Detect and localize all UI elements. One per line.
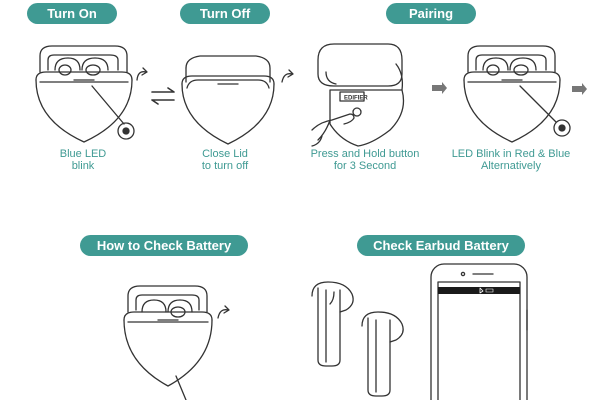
rotate-arrow-icon: [217, 309, 229, 319]
open-charging-case-turn-on: [35, 45, 148, 143]
smartphone-icon: [430, 263, 528, 400]
caption-turn-off-line-2: to turn off: [201, 160, 249, 172]
caption-pairing-line-1: Press and Hold button: [310, 148, 420, 160]
rotate-arrow-icon: [281, 73, 293, 83]
right-arrow-icon: [572, 83, 587, 95]
hand-icon: [311, 113, 355, 147]
earbud-left: [311, 281, 354, 367]
caption-turn-on: Blue LED blink: [28, 148, 138, 172]
led-indicator-icon: [519, 85, 571, 137]
caption-pairing: Press and Hold button for 3 Second: [300, 148, 430, 172]
rotate-arrow-icon: [136, 71, 147, 81]
caption-turn-on-line-1: Blue LED: [59, 148, 107, 160]
caption-led-blink-line-1: LED Blink in Red & Blue: [451, 148, 571, 160]
caption-pairing-line-2: for 3 Second: [333, 160, 397, 172]
earbud-battery-title: Check Earbud Battery: [357, 235, 525, 256]
open-charging-case-pairing-led: [463, 45, 571, 143]
swap-arrows-icon: [151, 87, 175, 105]
caption-led-blink: LED Blink in Red & Blue Alternatively: [441, 148, 581, 172]
right-arrow-icon: [432, 82, 447, 94]
caption-led-blink-line-2: Alternatively: [481, 160, 541, 172]
led-indicator-icon: [91, 85, 135, 140]
caption-turn-on-line-2: blink: [71, 160, 95, 172]
earbud-right: [361, 311, 404, 397]
case-brand-label: EDIFIER: [344, 96, 368, 102]
step-title-turn-on: Turn On: [27, 3, 117, 24]
bluetooth-icon: [479, 287, 484, 294]
battery-icon: [485, 288, 494, 293]
caption-turn-off-line-1: Close Lid: [202, 148, 248, 160]
charging-case-battery-check: [123, 285, 230, 400]
caption-turn-off: Close Lid to turn off: [170, 148, 280, 172]
step-title-turn-off: Turn Off: [180, 3, 270, 24]
closed-charging-case: [181, 55, 294, 145]
battery-case-title: How to Check Battery: [80, 235, 248, 256]
pairing-case-with-hand: [311, 43, 405, 147]
step-title-pairing: Pairing: [386, 3, 476, 24]
